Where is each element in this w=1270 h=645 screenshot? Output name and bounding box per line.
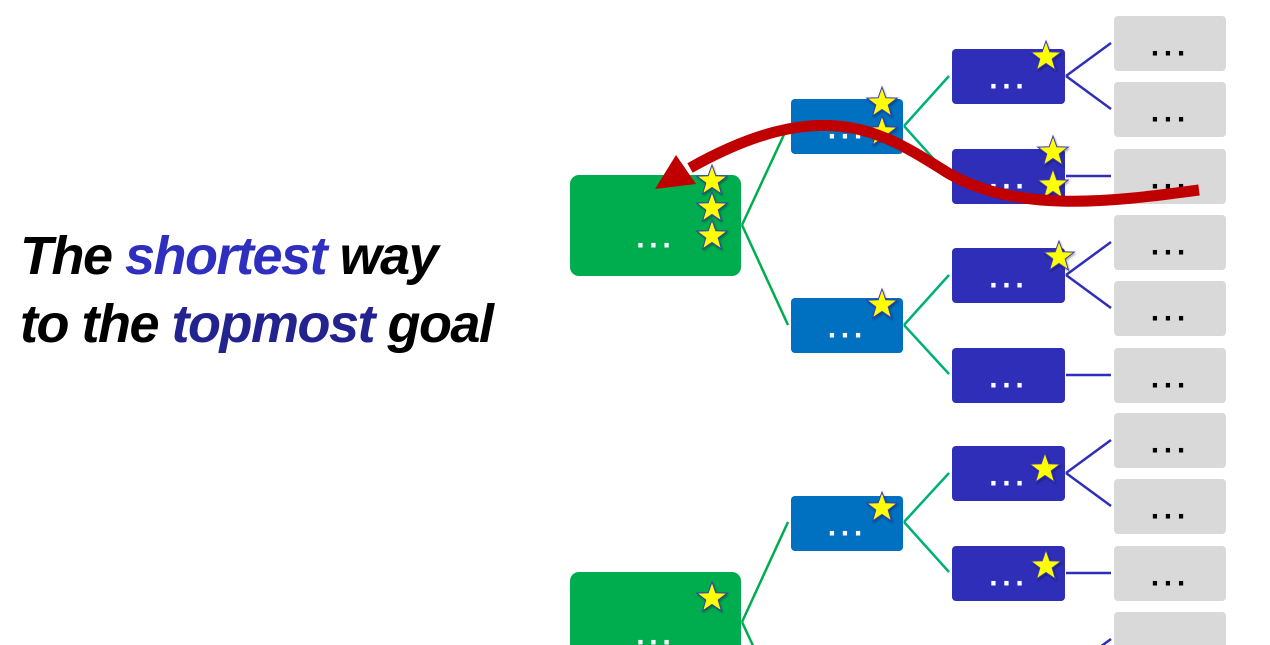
tree-edge [1065, 74, 1112, 111]
goal-node[interactable]: ... [570, 175, 741, 276]
star-icon [1036, 134, 1070, 167]
headline: The shortest way to the topmost goal [20, 222, 494, 358]
leaf-node-box [1114, 413, 1226, 468]
arrow-head-icon [655, 155, 696, 189]
star-icon [865, 85, 899, 118]
star-icon [865, 287, 899, 320]
task-node-label: ... [989, 266, 1028, 294]
leaf-node[interactable]: ... [1114, 82, 1226, 137]
task-node[interactable]: ... [952, 49, 1065, 104]
arrow-shaft [687, 119, 1200, 207]
task-node-label: ... [989, 464, 1028, 492]
star-icon [695, 218, 729, 251]
leaf-node-box [1114, 281, 1226, 336]
task-node[interactable]: ... [952, 248, 1065, 303]
headline-line-2: to the topmost goal [20, 290, 494, 358]
star-icon [1036, 167, 1070, 200]
star-icon [1028, 451, 1062, 484]
leaf-node-label: ... [1150, 497, 1189, 525]
task-node-box [952, 348, 1065, 403]
task-node-label: ... [989, 366, 1028, 394]
leaf-node-box [1114, 82, 1226, 137]
star-icon [1029, 39, 1063, 72]
tree-edge [1100, 637, 1112, 645]
task-node[interactable]: ... [952, 348, 1065, 403]
task-node[interactable]: ... [952, 446, 1065, 501]
subgoal-node-label: ... [827, 514, 866, 542]
star-icon [695, 580, 729, 613]
leaf-node[interactable]: ... [1114, 413, 1226, 468]
leaf-node-label: ... [1150, 34, 1189, 62]
leaf-node-box [1114, 16, 1226, 71]
task-node-box [952, 248, 1065, 303]
headline-text: The [20, 226, 126, 286]
star-icon [865, 490, 899, 523]
leaf-node[interactable]: ... [1114, 479, 1226, 534]
leaf-node-box [1114, 612, 1226, 645]
leaf-node-label: ... [1150, 299, 1189, 327]
headline-text: goal [373, 294, 494, 354]
tree-edge [740, 125, 790, 226]
leaf-node-box [1114, 348, 1226, 403]
leaf-node[interactable]: ... [1114, 16, 1226, 71]
tree-edge [1065, 41, 1112, 78]
star-icon [1029, 548, 1063, 581]
goal-node-label: ... [636, 623, 675, 645]
stars [695, 39, 1076, 613]
tree-edge [903, 472, 950, 523]
edges [740, 41, 1112, 645]
task-node-box [952, 546, 1065, 601]
leaf-node-label: ... [1150, 233, 1189, 261]
subgoal-node-label: ... [827, 316, 866, 344]
headline-line-1: The shortest way [20, 222, 492, 290]
task-node-box [952, 49, 1065, 104]
tree-edge [740, 521, 790, 623]
nodes: ........................................… [570, 16, 1226, 645]
tree-edge [903, 75, 950, 127]
leaf-node[interactable]: ... [1114, 612, 1226, 645]
task-node-label: ... [989, 67, 1028, 95]
leaf-node-box [1114, 215, 1226, 270]
tree-edge [903, 324, 950, 375]
goal-node-label: ... [636, 226, 675, 254]
goal-node-box [570, 175, 741, 276]
leaf-node-label: ... [1150, 100, 1189, 128]
headline-text: way [326, 226, 439, 286]
leaf-node[interactable]: ... [1114, 348, 1226, 403]
tree-edge [740, 224, 790, 326]
goal-node[interactable]: ... [570, 572, 741, 645]
leaf-node-box [1114, 479, 1226, 534]
tree-edge [1065, 273, 1112, 310]
star-icon [1042, 239, 1076, 272]
task-node-box [952, 446, 1065, 501]
goal-node-box [570, 572, 741, 645]
headline-text: to the [20, 294, 172, 354]
leaf-node[interactable]: ... [1114, 281, 1226, 336]
leaf-node-label: ... [1150, 630, 1189, 645]
headline-highlight-shortest: shortest [125, 226, 328, 286]
leaf-node-label: ... [1150, 366, 1189, 394]
tree-edge [903, 521, 950, 573]
task-node[interactable]: ... [952, 546, 1065, 601]
tree-edge [1065, 240, 1112, 277]
tree-edge [1065, 438, 1112, 475]
leaf-node[interactable]: ... [1114, 215, 1226, 270]
leaf-node-label: ... [1150, 431, 1189, 459]
shortest-path-arrow [655, 119, 1200, 207]
tree-edge [740, 621, 755, 645]
star-icon [695, 190, 729, 223]
task-node-label: ... [989, 564, 1028, 592]
headline-highlight-topmost: topmost [171, 294, 375, 354]
star-icon [695, 163, 729, 196]
leaf-node[interactable]: ... [1114, 546, 1226, 601]
leaf-node-box [1114, 546, 1226, 601]
leaf-node-label: ... [1150, 564, 1189, 592]
tree-edge [1065, 471, 1112, 508]
tree-edge [903, 274, 950, 326]
